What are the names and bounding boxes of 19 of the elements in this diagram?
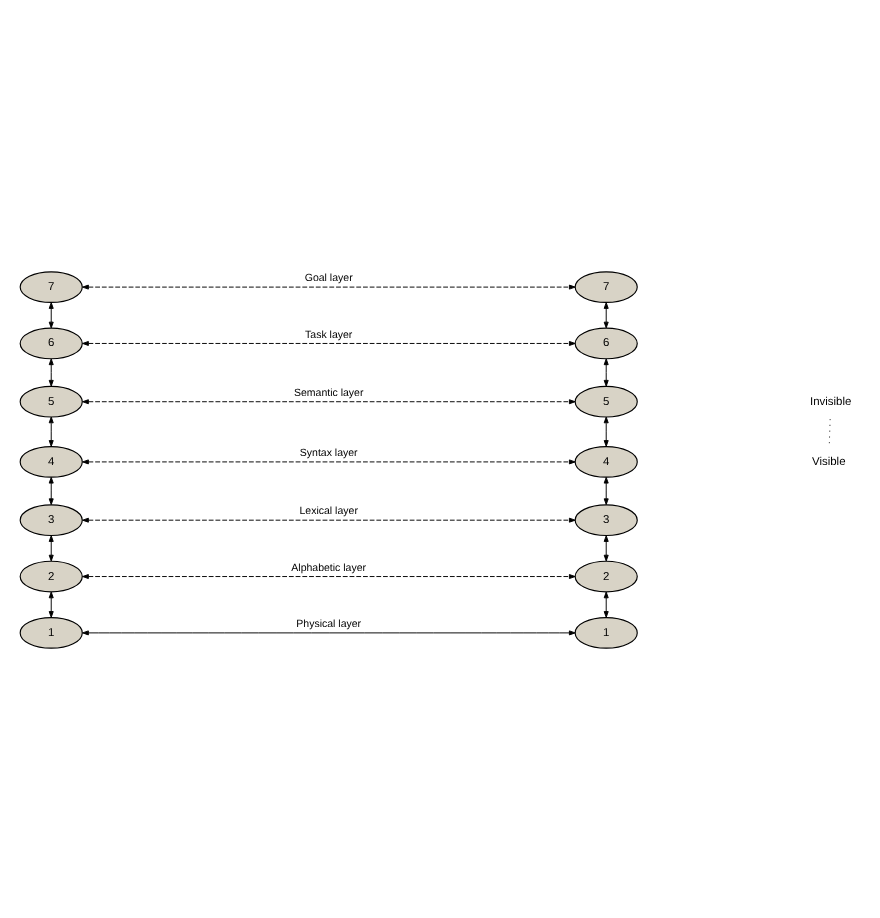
- arrow: [82, 339, 576, 345]
- arrow: [603, 301, 609, 328]
- arrow: [48, 301, 54, 328]
- arrow: [48, 475, 54, 505]
- arrow: [603, 590, 609, 617]
- arrow: [82, 516, 576, 522]
- arrow: [48, 415, 54, 446]
- arrow: [82, 629, 576, 635]
- arrow: [82, 283, 576, 289]
- arrow: [603, 357, 609, 386]
- arrow: [82, 458, 576, 464]
- arrow: [82, 573, 576, 578]
- arrow: [603, 475, 609, 505]
- arrow: [48, 534, 54, 561]
- arrow: [603, 534, 609, 561]
- arrow: [603, 415, 609, 446]
- arrow: [48, 357, 54, 386]
- arrow: [48, 590, 54, 617]
- arrow: [82, 398, 576, 404]
